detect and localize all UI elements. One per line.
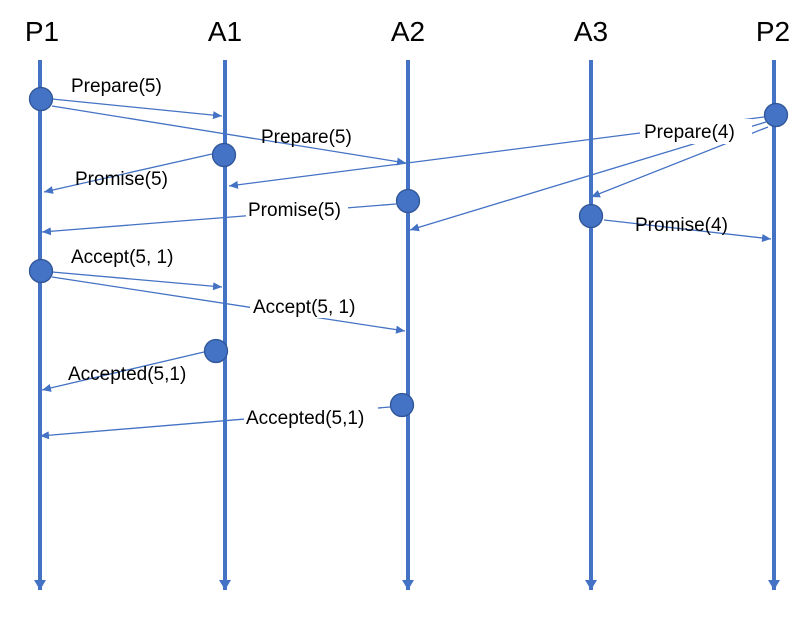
event-a3-promise xyxy=(578,203,604,229)
message-arrow-accepted-a1-p1 xyxy=(41,351,205,392)
label-bg-accept-a2 xyxy=(250,294,378,318)
message-label-accept-a2: Accept(5, 1) xyxy=(253,297,355,318)
label-bg-promise5-a2 xyxy=(246,198,348,222)
lifeline-title-a3: A3 xyxy=(574,16,608,47)
lifeline-title-p1: P1 xyxy=(25,16,59,47)
message-arrow-accept-p1-a1 xyxy=(51,271,223,291)
event-a1-accepted xyxy=(203,338,229,364)
message-label-promise4: Promise(4) xyxy=(635,215,728,236)
event-a2-accepted xyxy=(389,392,415,418)
event-a1-promise xyxy=(211,142,237,168)
message-label-accept-a1: Accept(5, 1) xyxy=(71,247,173,268)
event-p2-send-prepare xyxy=(763,102,789,128)
message-label-prepare5-a1: Prepare(5) xyxy=(71,76,162,97)
label-bg-prepare4 xyxy=(640,119,752,144)
message-arrow-prepare5-p1-a2 xyxy=(51,105,407,166)
event-p1-send-prepare xyxy=(28,86,54,112)
lifeline-title-p2: P2 xyxy=(756,16,790,47)
message-arrow-promise4-a3-p2 xyxy=(603,219,772,242)
message-label-prepare4: Prepare(4) xyxy=(644,122,735,143)
message-label-accepted-a1: Accepted(5,1) xyxy=(68,364,186,385)
label-bg-accepted-a2 xyxy=(244,406,378,430)
event-a2-promise xyxy=(395,188,421,214)
message-label-prepare5-a2: Prepare(5) xyxy=(261,127,352,148)
lifeline-title-a1: A1 xyxy=(208,16,242,47)
message-arrow-promise5-a1-p1 xyxy=(43,153,213,194)
message-label-promise5-a1: Promise(5) xyxy=(75,169,168,190)
message-arrow-prepare5-p1-a1 xyxy=(51,98,223,120)
message-label-promise5-a2: Promise(5) xyxy=(248,200,341,221)
message-label-accepted-a2: Accepted(5,1) xyxy=(246,408,364,429)
lifeline-title-a2: A2 xyxy=(391,16,425,47)
message-arrow-accept-p1-a2 xyxy=(51,276,406,334)
event-p1-send-accept xyxy=(28,258,54,284)
